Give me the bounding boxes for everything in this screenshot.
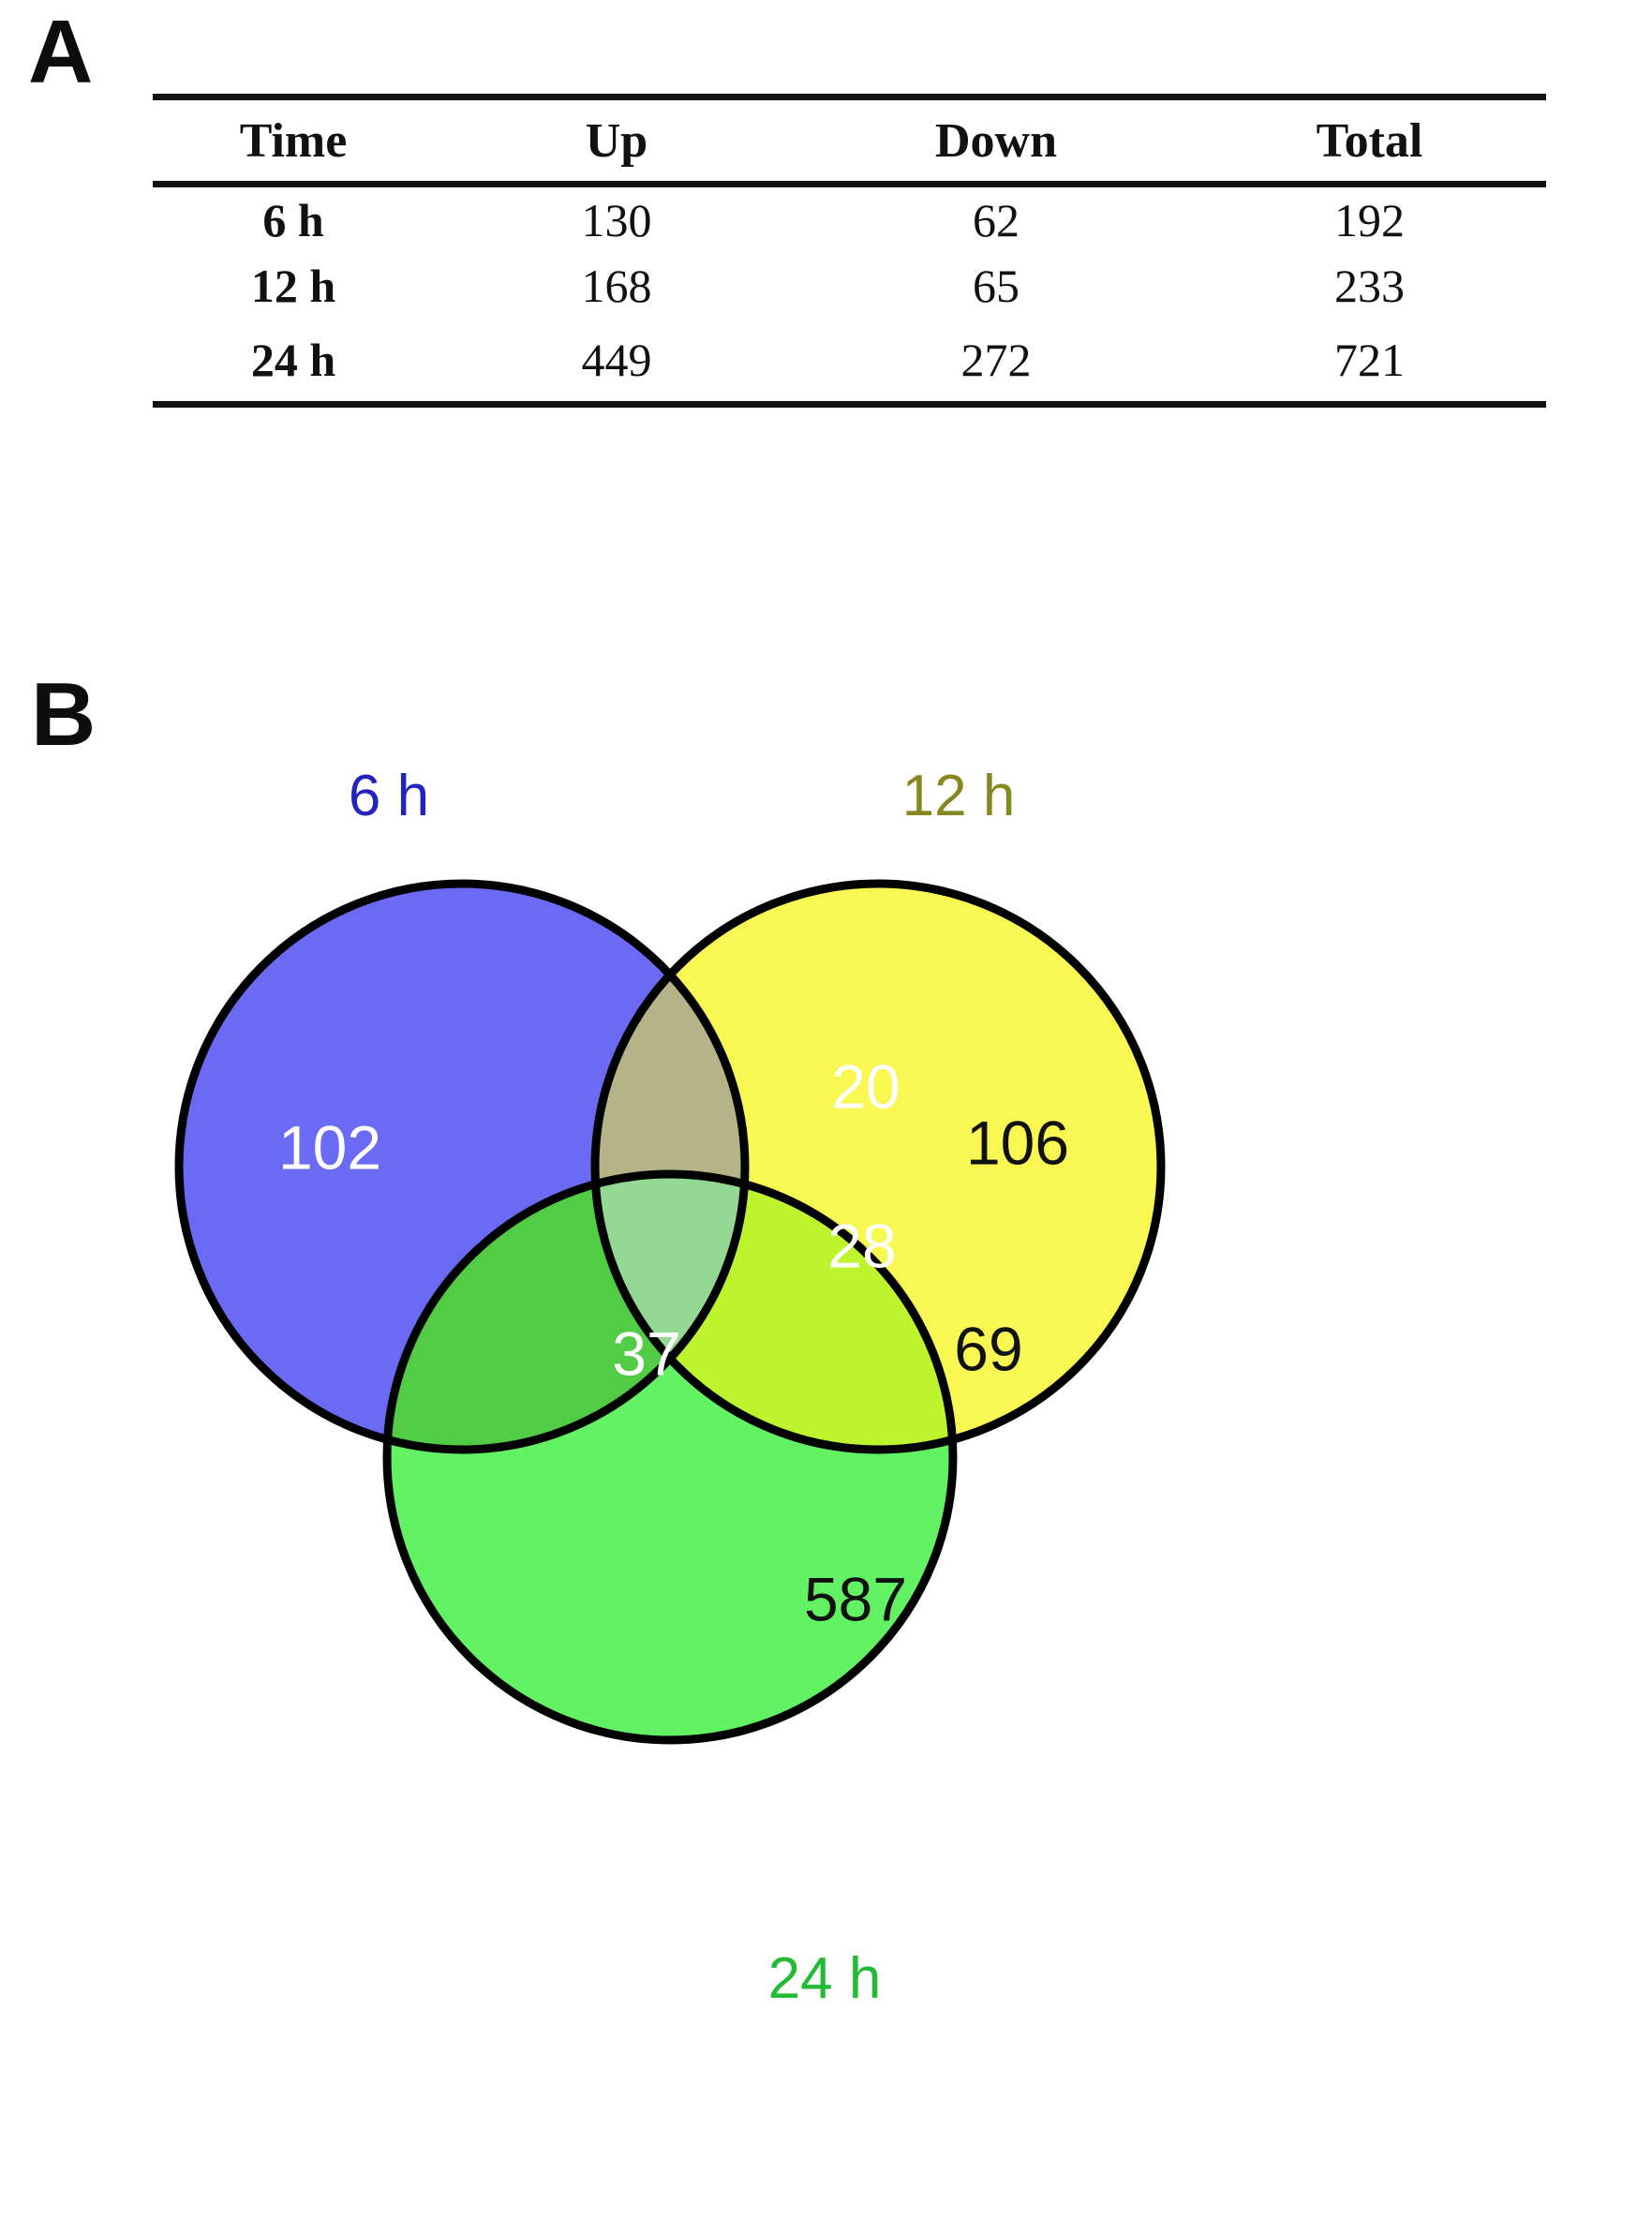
table-header-row: Time Up Down Total — [153, 94, 1546, 187]
gene-counts-table: Time Up Down Total 6 h 130 62 192 12 h 1… — [153, 94, 1546, 408]
venn-set-label-24h: 24 h — [768, 1946, 882, 2011]
cell-total: 233 — [1334, 260, 1405, 312]
venn-count-all: 28 — [827, 1211, 896, 1280]
venn-count-12h-24h: 69 — [954, 1314, 1022, 1383]
table-row: 12 h 168 65 233 — [153, 253, 1546, 319]
cell-total: 721 — [1193, 319, 1546, 408]
cell-total: 192 — [1334, 194, 1405, 246]
venn-set-label-6h: 6 h — [349, 764, 429, 828]
column-header-up: Up — [434, 94, 799, 187]
cell-up: 168 — [581, 260, 652, 312]
cell-up: 449 — [434, 319, 799, 408]
panel-b-letter: B — [31, 664, 96, 765]
cell-down: 272 — [799, 319, 1193, 408]
cell-time: 6 h — [262, 194, 324, 246]
panel-a-letter: A — [28, 2, 93, 102]
venn-outline-6h — [174, 879, 750, 1454]
column-header-time: Time — [153, 94, 434, 187]
venn-count-6h-12h: 20 — [831, 1051, 900, 1121]
overlap-12h-24h — [595, 1174, 953, 1450]
cell-time: 24 h — [153, 319, 434, 408]
cell-up: 130 — [581, 194, 652, 246]
venn-outline-24h — [382, 1169, 958, 1745]
venn-count-only-6h: 102 — [278, 1112, 381, 1182]
cell-down: 65 — [973, 260, 1019, 312]
table-row: 6 h 130 62 192 — [153, 185, 1546, 254]
venn-set-label-12h: 12 h — [902, 764, 1016, 828]
venn-count-only-24h: 587 — [804, 1564, 907, 1633]
overlap-6h-24h — [387, 1174, 745, 1450]
panel-b: 102 106 587 20 37 69 28 6 h 12 h 24 h — [0, 600, 1652, 2218]
column-header-total: Total — [1193, 94, 1546, 187]
venn-count-only-12h: 106 — [966, 1108, 1069, 1177]
venn-count-6h-24h: 37 — [612, 1318, 680, 1388]
column-header-down: Down — [799, 94, 1193, 187]
venn-diagram: 102 106 587 20 37 69 28 6 h 12 h 24 h — [174, 764, 1166, 2011]
table-row: 24 h 449 272 721 — [153, 319, 1546, 408]
panel-a: A Time Up Down Total 6 h 130 62 192 12 h… — [0, 0, 1652, 600]
cell-down: 62 — [973, 194, 1019, 246]
cell-time: 12 h — [250, 260, 336, 312]
venn-outline-12h — [590, 879, 1166, 1454]
